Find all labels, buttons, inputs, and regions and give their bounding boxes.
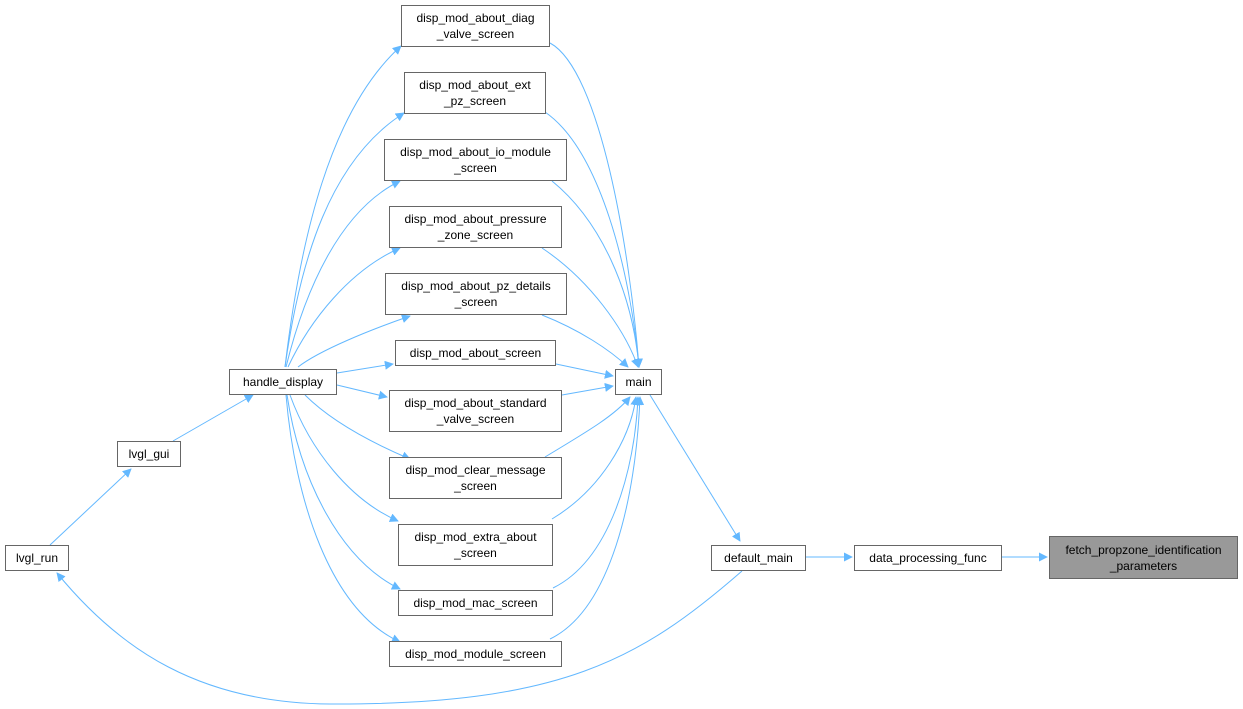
edge-handle-display-to-pressure-zone [287, 247, 401, 368]
edge-about-screen-to-main [555, 363, 614, 379]
edge-handle-display-to-mac-screen [286, 394, 401, 590]
edge-io-module-to-main [551, 180, 643, 368]
node-default-main[interactable]: default_main [711, 545, 806, 571]
node-label: disp_mod_about_io_module _screen [400, 145, 551, 175]
edge-standard-valve-to-main [561, 382, 614, 396]
node-label: disp_mod_about_standard _valve_screen [404, 396, 547, 426]
node-label: handle_display [242, 375, 324, 389]
node-disp-mod-about-io-module-screen[interactable]: disp_mod_about_io_module _screen [384, 139, 567, 181]
node-fetch-propzone-identification-parameters: fetch_propzone_identification _parameter… [1049, 536, 1238, 579]
node-lvgl-run[interactable]: lvgl_run [5, 545, 69, 571]
node-label: disp_mod_about_diag _valve_screen [416, 11, 535, 41]
edge-clear-message-to-main [544, 396, 631, 458]
node-disp-mod-about-diag-valve-screen[interactable]: disp_mod_about_diag _valve_screen [401, 5, 550, 47]
edge-handle-display-to-io-module [285, 180, 401, 368]
node-label: data_processing_func [869, 551, 987, 565]
node-disp-mod-clear-message-screen[interactable]: disp_mod_clear_message _screen [389, 457, 562, 499]
node-lvgl-gui[interactable]: lvgl_gui [117, 441, 181, 467]
node-label: fetch_propzone_identification _parameter… [1065, 542, 1222, 573]
edge-default-main-to-lvgl-run [56, 570, 743, 705]
node-label: disp_mod_module_screen [405, 647, 546, 661]
edge-handle-display-to-module-screen [285, 394, 401, 643]
node-disp-mod-about-pz-details-screen[interactable]: disp_mod_about_pz_details _screen [385, 273, 567, 315]
node-label: disp_mod_mac_screen [413, 596, 538, 610]
edge-handle-display-to-diag-valve [284, 45, 402, 368]
edge-handle-display-to-ext-pz [284, 112, 405, 368]
node-label: disp_mod_extra_about _screen [414, 530, 537, 560]
edge-extra-about-to-main [551, 396, 640, 520]
node-disp-mod-about-pressure-zone-screen[interactable]: disp_mod_about_pressure _zone_screen [389, 206, 562, 248]
node-disp-mod-mac-screen[interactable]: disp_mod_mac_screen [398, 590, 553, 616]
node-disp-mod-about-ext-pz-screen[interactable]: disp_mod_about_ext _pz_screen [404, 72, 546, 114]
node-disp-mod-about-standard-valve-screen[interactable]: disp_mod_about_standard _valve_screen [389, 390, 562, 432]
edge-module-screen-to-main [549, 396, 645, 640]
node-label: lvgl_run [15, 551, 59, 565]
edge-lvgl-run-to-lvgl-gui [49, 468, 132, 546]
node-label: disp_mod_about_pz_details _screen [401, 279, 551, 309]
node-label: lvgl_gui [128, 447, 170, 461]
node-disp-mod-extra-about-screen[interactable]: disp_mod_extra_about _screen [398, 524, 553, 566]
node-label: main [625, 375, 652, 389]
edge-handle-display-to-about-screen [336, 360, 394, 374]
node-label: disp_mod_about_screen [409, 346, 542, 360]
node-disp-mod-module-screen[interactable]: disp_mod_module_screen [389, 641, 562, 667]
edge-ext-pz-to-main [544, 111, 643, 368]
edge-lvgl-gui-to-handle-display [172, 394, 254, 442]
edge-handle-display-to-standard-valve [336, 384, 388, 400]
edge-pressure-zone-to-main [541, 247, 640, 368]
edge-main-to-default-main [649, 394, 741, 542]
edge-handle-display-to-clear-message [304, 394, 411, 460]
node-label: disp_mod_clear_message _screen [405, 463, 546, 493]
node-label: disp_mod_about_pressure _zone_screen [404, 212, 547, 242]
node-disp-mod-about-screen[interactable]: disp_mod_about_screen [395, 340, 556, 366]
node-data-processing-func[interactable]: data_processing_func [854, 545, 1002, 571]
edge-handle-display-to-pz-details [297, 314, 411, 368]
node-label: default_main [724, 551, 793, 565]
node-main[interactable]: main [615, 369, 662, 395]
edge-handle-display-to-extra-about [289, 394, 399, 522]
node-handle-display[interactable]: handle_display [229, 369, 337, 395]
edge-pz-details-to-main [541, 314, 629, 368]
node-label: disp_mod_about_ext _pz_screen [419, 78, 531, 108]
edge-mac-screen-to-main [552, 396, 643, 589]
edge-diag-valve-to-main [549, 42, 643, 368]
